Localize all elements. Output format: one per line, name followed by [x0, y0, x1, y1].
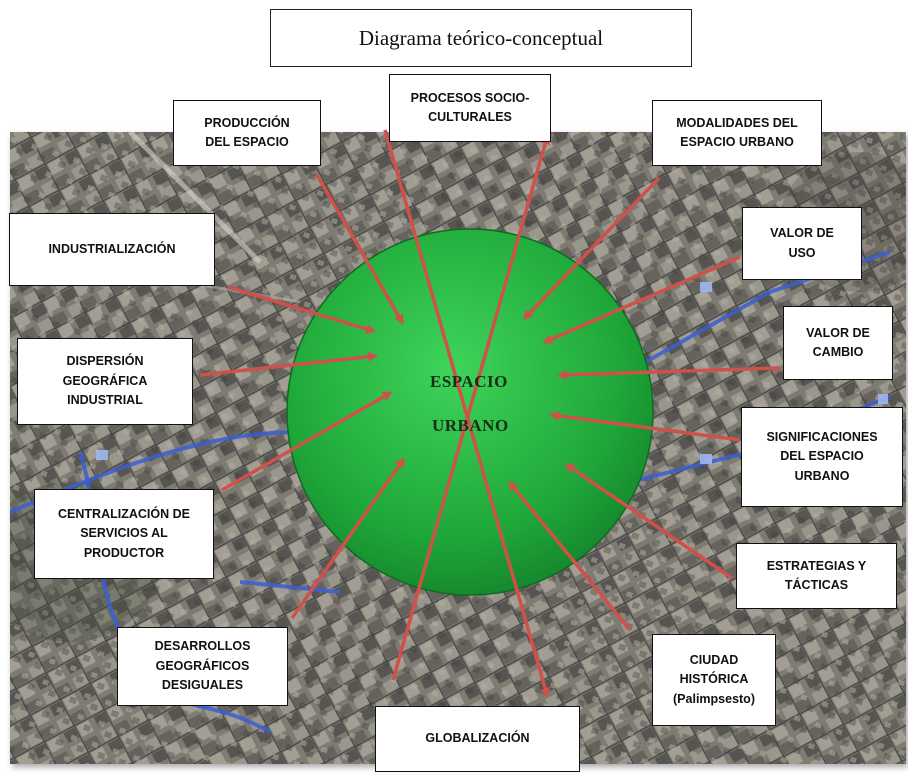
arrow-ciudad [508, 480, 632, 632]
arrow-estrategias [564, 463, 733, 580]
arrow-procesos-up [391, 134, 550, 681]
arrow-modalidades [522, 176, 661, 321]
box-desarrollos-geograficos: DESARROLLOS GEOGRÁFICOS DESIGUALES [117, 627, 288, 706]
arrow-produccion [315, 174, 404, 325]
box-significaciones: SIGNIFICACIONES DEL ESPACIO URBANO [741, 407, 903, 507]
box-procesos-socioculturales: PROCESOS SOCIO- CULTURALES [389, 74, 551, 142]
arrow-desarrollos [290, 457, 405, 620]
arrow-procesos-down [383, 129, 550, 698]
arrow-valor-uso [542, 255, 741, 344]
box-estrategias-tacticas: ESTRATEGIAS Y TÁCTICAS [736, 543, 897, 609]
arrow-industrializacion [227, 285, 376, 334]
arrow-valor-cambio [557, 366, 781, 380]
diagram-title: Diagrama teórico-conceptual [270, 9, 692, 67]
box-centralizacion-servicios: CENTRALIZACIÓN DE SERVICIOS AL PRODUCTOR [34, 489, 214, 579]
box-valor-de-cambio: VALOR DE CAMBIO [783, 306, 893, 380]
box-industrializacion: INDUSTRIALIZACIÓN [9, 213, 215, 286]
arrow-dispersion [199, 351, 378, 377]
box-dispersion-geografica: DISPERSIÓN GEOGRÁFICA INDUSTRIAL [17, 338, 193, 425]
box-valor-de-uso: VALOR DE USO [742, 207, 862, 280]
arrow-significaciones [549, 410, 741, 442]
center-label-line1: ESPACIO [430, 372, 508, 391]
box-modalidades-espacio-urbano: MODALIDADES DEL ESPACIO URBANO [652, 100, 822, 166]
box-globalizacion: GLOBALIZACIÓN [375, 706, 580, 772]
box-ciudad-historica: CIUDAD HISTÓRICA (Palimpsesto) [652, 634, 776, 726]
arrow-group [199, 129, 781, 698]
box-produccion-del-espacio: PRODUCCIÓN DEL ESPACIO [173, 100, 321, 166]
center-label-line2: URBANO [432, 416, 509, 435]
arrow-centralizacion [221, 391, 393, 492]
